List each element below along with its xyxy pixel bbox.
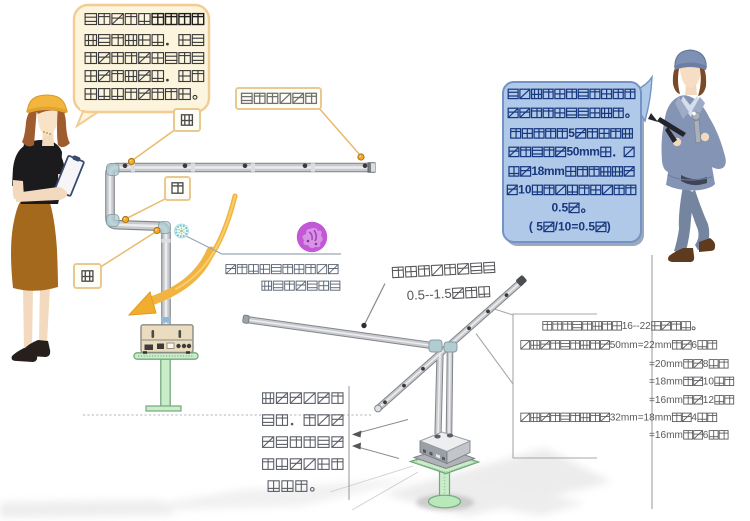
svg-text:22mm: 22mm [644,340,672,351]
svg-text:=: = [638,413,644,424]
svg-text:/10=0.5: /10=0.5 [555,220,596,234]
svg-text:( 5: ( 5 [529,220,543,234]
svg-text:20mm: 20mm [655,359,683,370]
svg-text:18mm: 18mm [644,413,672,424]
svg-text:=: = [638,340,644,351]
svg-text:): ) [607,220,611,234]
svg-text:18mm: 18mm [655,377,683,388]
svg-text:0.5--1.5: 0.5--1.5 [406,286,452,303]
svg-text:=: = [649,359,655,370]
svg-text:12: 12 [703,395,715,406]
svg-text:32mm: 32mm [610,413,638,424]
svg-text:10: 10 [518,183,532,197]
svg-text:=: = [649,395,655,406]
svg-text:18mm: 18mm [531,164,564,178]
svg-text:16mm: 16mm [655,430,683,441]
svg-text:=: = [649,377,655,388]
svg-text:16--22: 16--22 [622,321,651,332]
svg-text:8: 8 [703,359,709,370]
svg-text:50mm: 50mm [567,145,600,159]
svg-text:0.5: 0.5 [552,201,569,215]
svg-text:6: 6 [691,340,697,351]
svg-text:16mm: 16mm [655,395,683,406]
svg-text:10: 10 [703,377,715,388]
svg-text:6: 6 [703,430,709,441]
svg-text:50mm: 50mm [610,340,638,351]
svg-text:4: 4 [691,413,697,424]
svg-text:5: 5 [568,126,575,140]
svg-text:=: = [649,430,655,441]
